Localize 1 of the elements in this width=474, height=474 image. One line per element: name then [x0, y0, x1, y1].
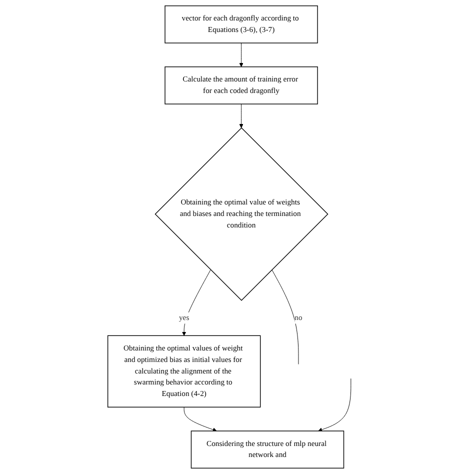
connector [272, 270, 300, 364]
